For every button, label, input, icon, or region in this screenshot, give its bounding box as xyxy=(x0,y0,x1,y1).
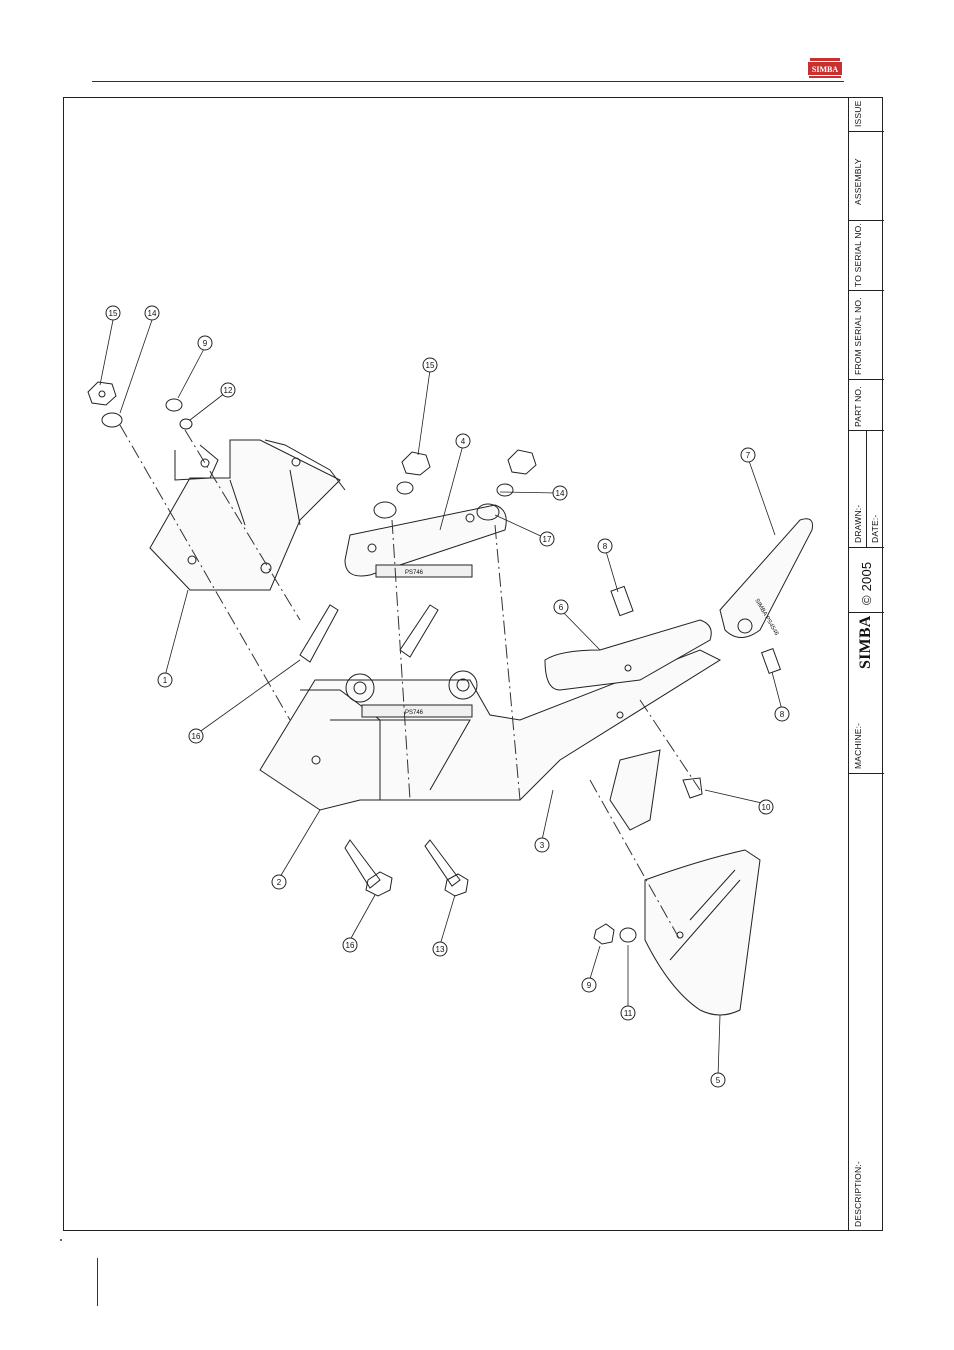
callout-4: 4 xyxy=(456,434,470,448)
svg-text:4: 4 xyxy=(461,437,466,446)
washer-14-top xyxy=(102,413,122,427)
svg-text:10: 10 xyxy=(762,803,771,812)
bolt-13 xyxy=(425,840,460,886)
svg-text:9: 9 xyxy=(203,339,208,348)
svg-text:14: 14 xyxy=(556,489,565,498)
washer-14-right xyxy=(497,484,513,496)
exploded-assembly-drawing: PS746 PS746 SIMBA PS4546 15 14 9 12 15 4 xyxy=(64,98,848,1230)
copyright-text: © 2005 xyxy=(859,562,874,605)
nut-15-top xyxy=(88,382,116,405)
page-tick xyxy=(60,1239,62,1241)
callout-7: 7 xyxy=(741,448,755,462)
svg-text:7: 7 xyxy=(746,451,751,460)
nut-9-lower xyxy=(594,924,614,944)
description-label: DESCRIPTION:- xyxy=(853,1161,863,1227)
from-serial-label: FROM SERIAL NO. xyxy=(853,297,863,375)
part-no-label: PART NO. xyxy=(853,386,863,427)
callout-14b: 14 xyxy=(553,486,567,500)
part-mark-link: PS746 xyxy=(405,570,424,576)
simba-logo-icon: SIMBA xyxy=(808,58,842,78)
callout-3: 3 xyxy=(535,838,549,852)
link-plate xyxy=(345,505,506,577)
bolt-16-upper xyxy=(300,605,338,662)
svg-text:16: 16 xyxy=(346,941,355,950)
svg-text:11: 11 xyxy=(624,1009,633,1018)
callout-9b: 9 xyxy=(582,978,596,992)
bolt-head-13 xyxy=(445,874,468,896)
callout-6: 6 xyxy=(554,600,568,614)
washer-mid-a xyxy=(397,482,413,494)
svg-text:3: 3 xyxy=(540,841,545,850)
callout-5: 5 xyxy=(711,1073,725,1087)
callout-16b: 16 xyxy=(343,938,357,952)
callout-11: 11 xyxy=(621,1006,635,1020)
nut-14-right xyxy=(508,450,536,474)
title-block: ISSUE ASSEMBLY TO SERIAL NO. FROM SERIAL… xyxy=(848,97,883,1231)
svg-text:12: 12 xyxy=(224,386,233,395)
bolt-upper-mid xyxy=(400,605,438,657)
callout-8b: 8 xyxy=(775,707,789,721)
issue-label: ISSUE xyxy=(853,100,863,127)
to-serial-label: TO SERIAL NO. xyxy=(853,223,863,287)
callout-8a: 8 xyxy=(598,539,612,553)
washer-12 xyxy=(180,419,192,429)
callout-17: 17 xyxy=(540,532,554,546)
svg-text:15: 15 xyxy=(426,361,435,370)
nut-9-top xyxy=(166,399,182,411)
callout-10: 10 xyxy=(759,800,773,814)
callout-15a: 15 xyxy=(106,306,120,320)
foot-bracket xyxy=(610,750,660,830)
callout-1: 1 xyxy=(158,673,172,687)
pin-8-lower xyxy=(762,649,781,674)
bolt-16-lower xyxy=(345,840,380,888)
callout-2: 2 xyxy=(272,875,286,889)
date-label: DATE:- xyxy=(870,515,880,543)
callout-9a: 9 xyxy=(198,336,212,350)
svg-text:9: 9 xyxy=(587,981,592,990)
svg-text:2: 2 xyxy=(277,878,282,887)
callout-13: 13 xyxy=(433,942,447,956)
drawn-label: DRAWN:- xyxy=(853,505,863,543)
svg-text:16: 16 xyxy=(192,732,201,741)
footer-rule xyxy=(97,1258,98,1306)
svg-text:14: 14 xyxy=(148,309,157,318)
svg-text:6: 6 xyxy=(559,603,564,612)
copyright-brand: SIMBA xyxy=(857,616,875,669)
washer-mid-b xyxy=(374,502,396,518)
share-plate xyxy=(645,850,760,1015)
machine-label: MACHINE:- xyxy=(853,723,863,769)
svg-text:17: 17 xyxy=(543,535,552,544)
callout-15b: 15 xyxy=(423,358,437,372)
header-rule xyxy=(92,81,844,82)
callout-12: 12 xyxy=(221,383,235,397)
logo-text: SIMBA xyxy=(812,65,838,74)
mounting-bracket xyxy=(150,440,345,590)
nut-15-mid xyxy=(402,452,430,475)
callout-16a: 16 xyxy=(189,729,203,743)
bolt-head-16 xyxy=(366,872,392,896)
svg-text:8: 8 xyxy=(780,710,785,719)
part-mark-leg: PS746 xyxy=(405,710,424,716)
svg-text:13: 13 xyxy=(436,945,445,954)
callout-14a: 14 xyxy=(145,306,159,320)
svg-text:15: 15 xyxy=(109,309,118,318)
svg-text:1: 1 xyxy=(163,676,168,685)
svg-text:5: 5 xyxy=(716,1076,721,1085)
svg-text:8: 8 xyxy=(603,542,608,551)
washer-11 xyxy=(620,928,636,942)
assembly-label: ASSEMBLY xyxy=(853,158,863,205)
pin-8-upper xyxy=(611,586,633,615)
